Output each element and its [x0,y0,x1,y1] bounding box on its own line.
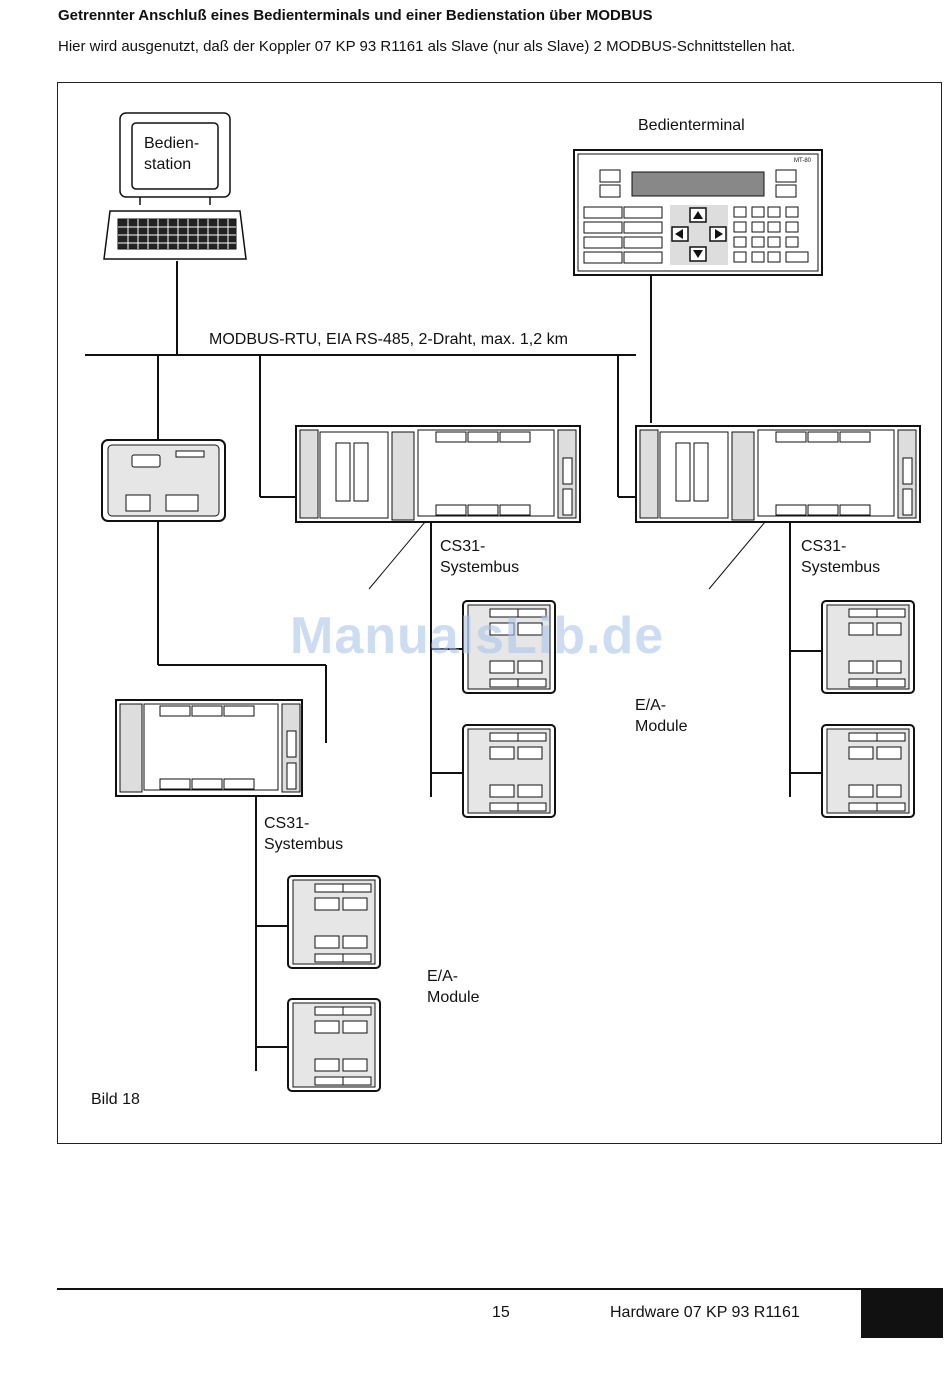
keyboard-icon [103,210,247,260]
coupler-3-icon [115,699,303,797]
cs31-label-a-line2: Systembus [440,559,520,576]
panel-model-text: MT-80 [794,158,812,164]
cs31-label-a-line1: CS31- [440,538,486,555]
cs31-label-c-line1: CS31- [264,815,310,832]
figure-drawing: MT-80 [85,112,921,1092]
station-label-line2: station [144,156,192,173]
footer-black-block [861,1288,943,1338]
io-label-a-line1: E/A- [635,697,667,714]
io-module-b1-icon [821,600,915,694]
footer-rule [57,1288,861,1290]
interface-module-icon [101,439,226,522]
modbus-figure: MT-80 Bedien- station Bedienterminal MOD… [57,82,942,1144]
io-module-c1-icon [287,875,381,969]
io-module-a1-icon [462,600,556,694]
station-label-line1: Bedien- [144,135,200,152]
io-label-a-line2: Module [635,718,688,735]
intro-text: Hier wird ausgenutzt, daß der Koppler 07… [58,38,796,55]
figure-caption: Bild 18 [91,1091,140,1108]
terminal-label: Bedienterminal [638,117,745,134]
coupler-1-icon [295,425,581,523]
io-module-b2-icon [821,724,915,818]
coupler-2-icon [635,425,921,523]
section-heading: Getrennter Anschluß eines Bedienterminal… [58,7,653,24]
bus-label: MODBUS-RTU, EIA RS-485, 2-Draht, max. 1,… [209,331,568,348]
watermark-text: ManualsLib.de [290,607,665,665]
cs31-label-c-line2: Systembus [264,836,344,853]
cs31-label-b-line1: CS31- [801,538,847,555]
io-module-a2-icon [462,724,556,818]
cs31-label-b-line2: Systembus [801,559,881,576]
operator-panel-icon [573,149,823,276]
io-module-c2-icon [287,998,381,1092]
io-label-b-line1: E/A- [427,968,459,985]
io-label-b-line2: Module [427,989,480,1006]
document-name: Hardware 07 KP 93 R1161 [610,1304,800,1321]
monitor-icon [119,112,231,205]
page-number: 15 [492,1304,510,1321]
